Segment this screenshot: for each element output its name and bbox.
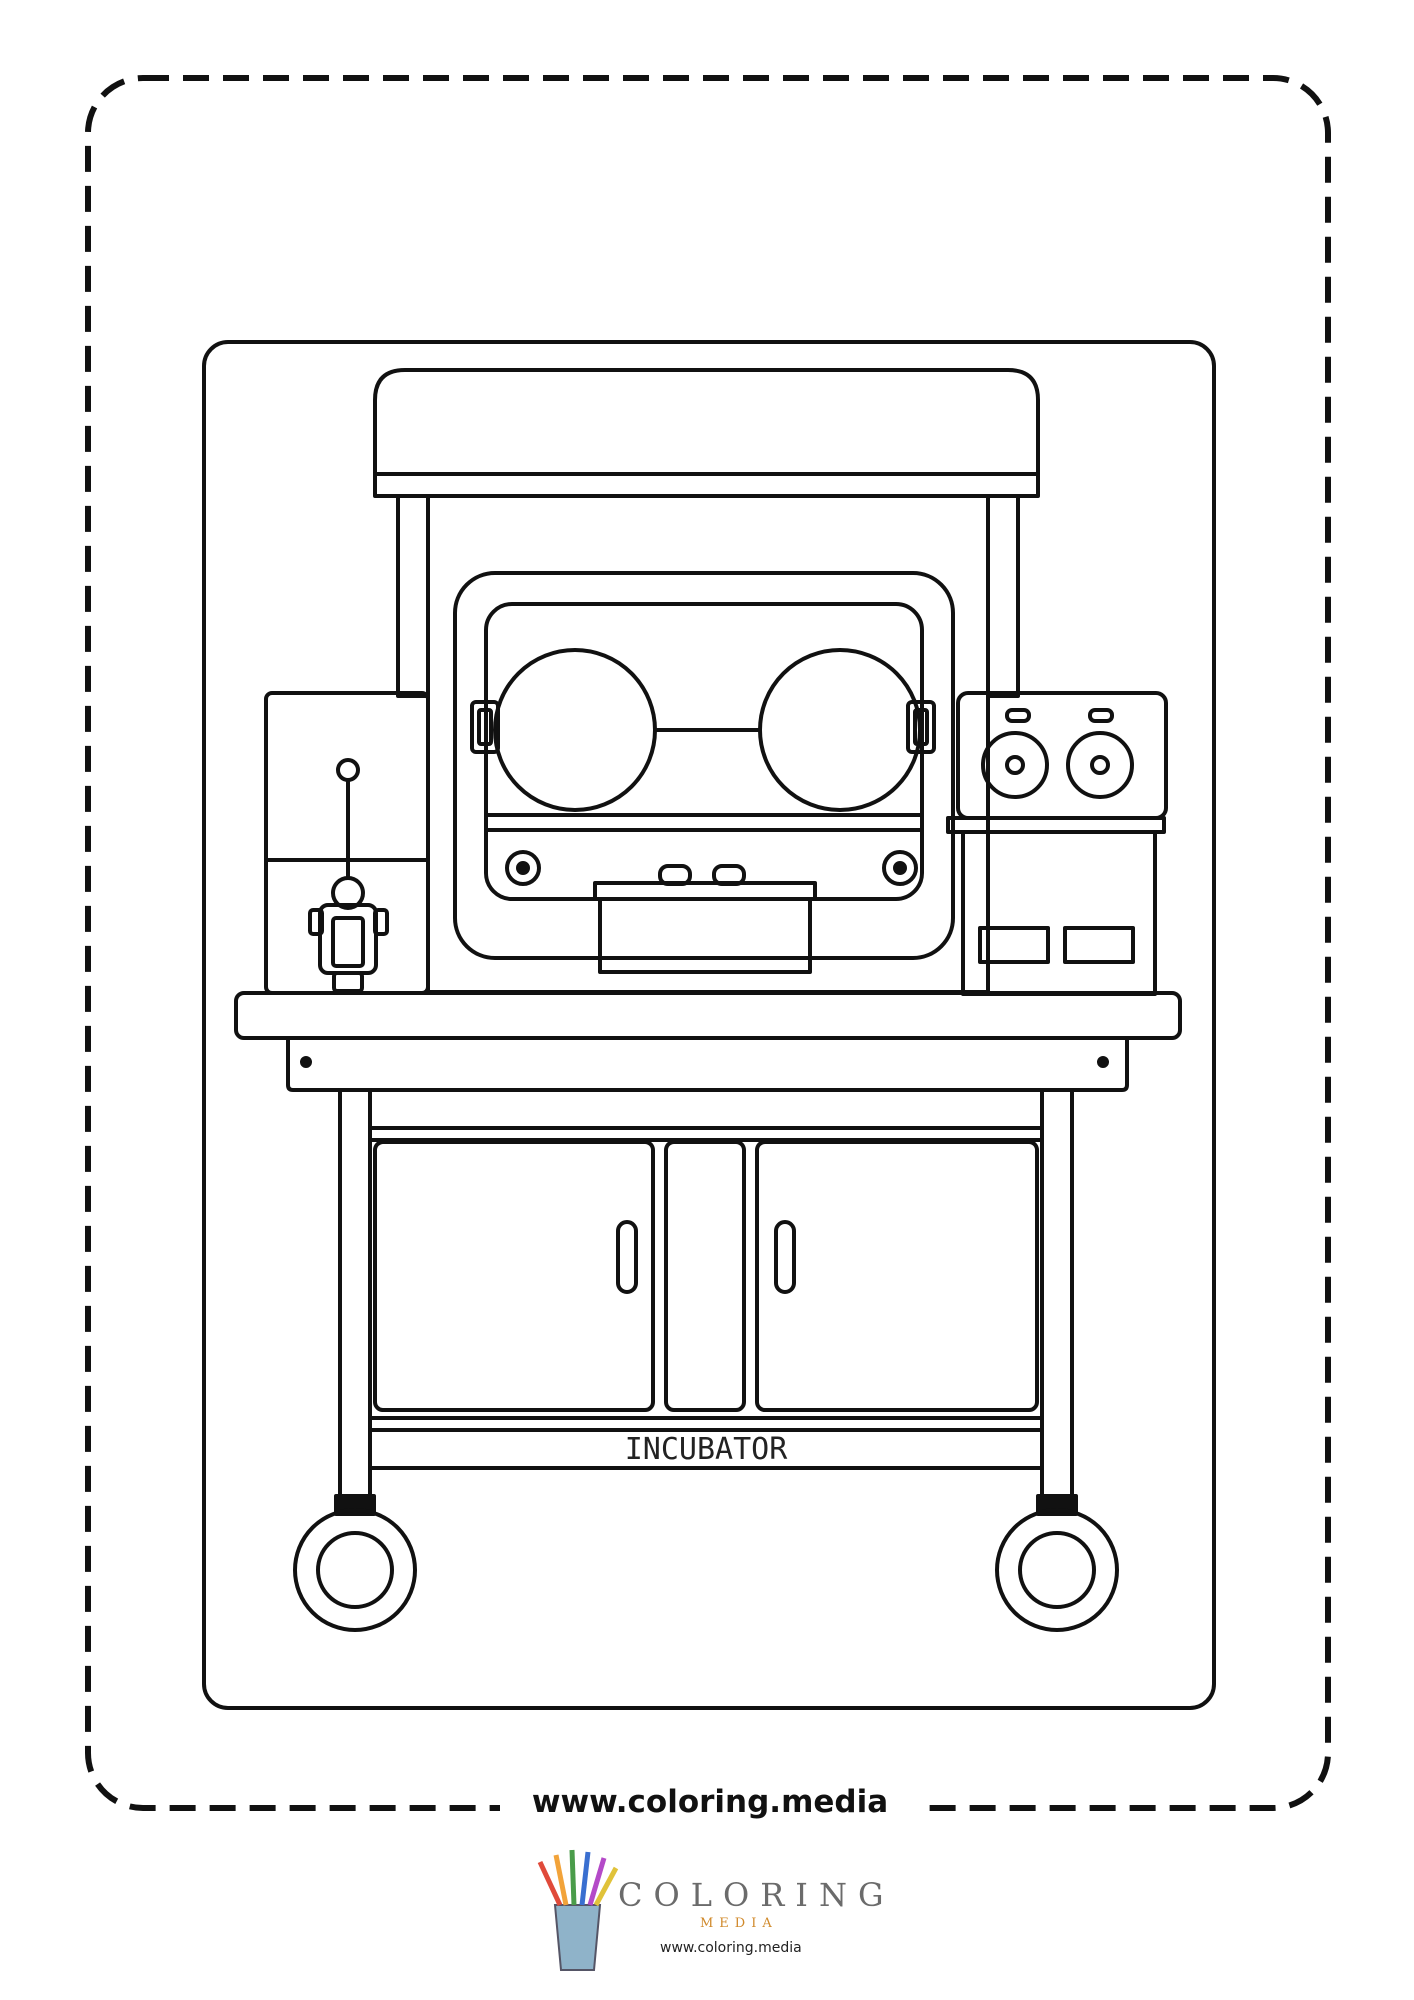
wheel-left-hub (316, 1531, 394, 1609)
latch-right (906, 700, 936, 754)
canopy (373, 368, 1040, 476)
incubator-label: INCUBATOR (625, 1432, 788, 1467)
display-2 (1063, 926, 1135, 964)
site-url-banner[interactable]: www.coloring.media (500, 1782, 920, 1822)
dial-left (981, 731, 1049, 799)
pencil-cup-icon (537, 1849, 619, 1971)
side-cabinet (961, 830, 1157, 996)
knob-right-center (893, 861, 907, 875)
leg-right (1040, 1088, 1074, 1498)
knob-left-center (516, 861, 530, 875)
porthole-left (493, 648, 657, 812)
tray-button-1 (658, 864, 692, 886)
brand-logo: COLORING MEDIA www.coloring.media (530, 1858, 884, 1978)
chamber-body (426, 494, 990, 994)
bottle-cap (331, 876, 365, 910)
table-apron (286, 1038, 1129, 1092)
indicator-1 (1005, 708, 1031, 723)
bottle-label (331, 916, 365, 968)
bottle-right-tab (373, 908, 389, 936)
control-panel-strip (946, 816, 1166, 834)
apron-rivet-right (1097, 1056, 1109, 1068)
cabinet-center-panel (664, 1140, 746, 1412)
wheel-right (995, 1508, 1119, 1632)
dial-right (1066, 731, 1134, 799)
door-handle-left (616, 1220, 638, 1294)
indicator-2 (1088, 708, 1114, 723)
latch-right-inner (913, 708, 929, 746)
display-1 (978, 926, 1050, 964)
knob-right (882, 850, 918, 886)
dial-right-center (1090, 755, 1110, 775)
bottle-neck (332, 971, 364, 993)
dashed-border (85, 75, 1331, 1811)
bottle-left-tab (308, 908, 324, 936)
latch-left-inner (477, 708, 493, 746)
right-post (986, 494, 1020, 698)
left-post (396, 494, 430, 698)
bottle-body (318, 903, 378, 975)
latch-left (470, 700, 500, 754)
canopy-base (373, 472, 1040, 498)
logo-subtitle: MEDIA (700, 1916, 778, 1931)
picture-frame (202, 340, 1216, 1710)
wheel-left (293, 1508, 417, 1632)
tray (598, 897, 812, 974)
wheel-right-hub (1018, 1531, 1096, 1609)
knob-left (505, 850, 541, 886)
tray-button-2 (712, 864, 746, 886)
apron-rivet-left (300, 1056, 312, 1068)
table-top (234, 991, 1182, 1040)
porthole-right (758, 648, 922, 812)
chamber-window-inner (484, 602, 924, 901)
cabinet-door-right (755, 1140, 1039, 1412)
logo-url[interactable]: www.coloring.media (660, 1940, 802, 1956)
cabinet-door-left (373, 1140, 655, 1412)
iv-stand-top (336, 758, 360, 782)
tray-lid (593, 881, 817, 901)
door-handle-right (774, 1220, 796, 1294)
leg-left (338, 1088, 372, 1498)
chamber-window-outer (453, 571, 955, 960)
incubator-drawing (202, 340, 1216, 1710)
dial-left-center (1005, 755, 1025, 775)
logo-wordmark: COLORING (618, 1876, 895, 1914)
